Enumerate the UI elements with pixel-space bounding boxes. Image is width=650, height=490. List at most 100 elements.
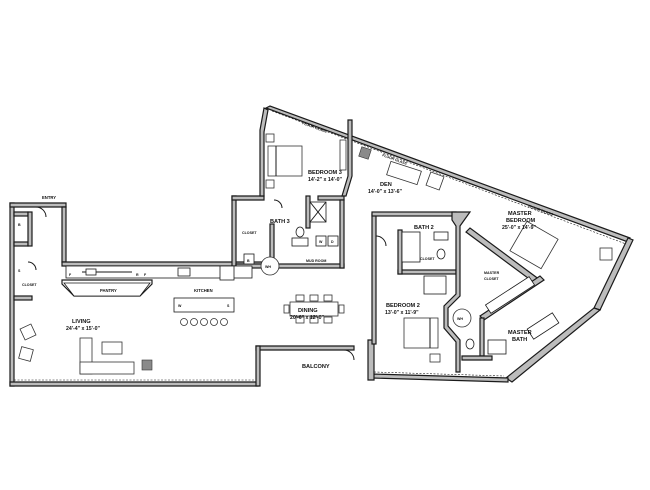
entry-door bbox=[35, 206, 47, 218]
coffee-table bbox=[101, 341, 123, 355]
wall-bed3-left bbox=[259, 107, 269, 197]
stool-3 bbox=[200, 318, 208, 326]
label-master-bath-2: BATH bbox=[512, 337, 527, 343]
bed3-nightstand bbox=[265, 133, 275, 143]
room-labels: ENTRY CLOSET PANTRY KITCHEN LIVING 24'-4… bbox=[22, 170, 536, 370]
bath2-fixtures bbox=[401, 231, 449, 295]
armchair-1 bbox=[19, 323, 37, 341]
bed3-nightstand-2 bbox=[265, 179, 275, 189]
wall-entry-closet-top bbox=[13, 211, 29, 217]
den-furniture bbox=[339, 139, 445, 191]
wall-bath2-left bbox=[397, 229, 403, 275]
exterior-walls bbox=[9, 105, 634, 387]
label-balcony: BALCONY bbox=[302, 364, 330, 370]
wall-core bbox=[443, 211, 472, 373]
wall-balcony-left bbox=[255, 345, 261, 387]
wall-closet-bottom bbox=[13, 295, 33, 301]
chair-4 bbox=[295, 316, 305, 324]
mud-b: B bbox=[247, 259, 250, 263]
stool-5 bbox=[220, 318, 228, 326]
label-dining-dims: 20'-6" x 12'-0" bbox=[290, 315, 324, 321]
bedroom2-furniture: WH bbox=[403, 308, 472, 363]
label-dining: DINING bbox=[298, 308, 318, 314]
wh-tank-2 bbox=[452, 308, 472, 328]
label-entry: ENTRY bbox=[42, 195, 56, 200]
bath2-toilet bbox=[436, 248, 446, 260]
bath2-tub bbox=[401, 231, 421, 263]
closet-s: S bbox=[18, 269, 21, 273]
bed2-door bbox=[375, 235, 387, 247]
label-bedroom3: BEDROOM 3 bbox=[308, 170, 342, 176]
kitchen-counter: F F R bbox=[65, 265, 253, 281]
chair-3 bbox=[323, 294, 333, 302]
wall-entry-right bbox=[61, 206, 67, 263]
label-living: LIVING bbox=[72, 319, 91, 325]
wall-bath2-bottom bbox=[397, 269, 457, 275]
side-table bbox=[141, 359, 153, 371]
bath2-vanity bbox=[433, 231, 449, 241]
dryer-d: D bbox=[331, 240, 334, 244]
wall-bath3-mid bbox=[305, 195, 311, 229]
wh-tank-1 bbox=[260, 256, 280, 276]
bed3-door bbox=[273, 199, 283, 209]
shower-x2 bbox=[309, 201, 327, 223]
stool-1 bbox=[180, 318, 188, 326]
kitchen-sink bbox=[85, 268, 97, 276]
label-kitchen: KITCHEN bbox=[194, 288, 213, 293]
master-shower bbox=[487, 339, 507, 355]
stool-4 bbox=[210, 318, 218, 326]
kitchen-counter-back bbox=[65, 265, 253, 279]
master-bed bbox=[509, 220, 559, 270]
master-tub bbox=[526, 312, 560, 340]
mud-bench bbox=[243, 253, 255, 265]
washer-w: W bbox=[319, 240, 323, 244]
sofa-bottom bbox=[79, 361, 135, 375]
island-w: W bbox=[178, 304, 182, 308]
wall-southeast bbox=[504, 307, 602, 383]
entry-markers: B S bbox=[18, 223, 37, 273]
wall-bath2-top bbox=[371, 211, 457, 217]
label-closet-b3: CLOSET bbox=[242, 231, 257, 235]
label-bath2: BATH 2 bbox=[414, 225, 434, 231]
label-bedroom2: BEDROOM 2 bbox=[386, 303, 420, 309]
kitchen-f2: F bbox=[144, 273, 147, 277]
label-master-closet-1: MASTER bbox=[484, 271, 500, 275]
bed3 bbox=[267, 145, 303, 177]
stool-2 bbox=[190, 318, 198, 326]
balcony-door bbox=[343, 349, 355, 361]
wall-entry-closet-side bbox=[27, 211, 33, 247]
bed2-nightstand bbox=[429, 353, 441, 363]
bath2-closet-shelf bbox=[423, 275, 447, 295]
wall-master-bath bbox=[479, 317, 485, 357]
door-swings bbox=[35, 199, 387, 361]
wall-mud-left bbox=[231, 195, 237, 267]
label-den-dims: 14'-0" x 13'-6" bbox=[368, 189, 402, 195]
bed2 bbox=[403, 317, 439, 349]
wall-top-entry bbox=[9, 202, 67, 208]
kitchen-cooktop bbox=[177, 267, 191, 277]
window-north bbox=[271, 110, 627, 245]
wall-closet-mid bbox=[13, 241, 29, 247]
label-den: DEN bbox=[380, 182, 392, 188]
label-bath3: BATH 3 bbox=[270, 219, 290, 225]
label-living-dims: 24'-4" x 15'-0" bbox=[66, 326, 100, 332]
kitchen-oven bbox=[219, 265, 235, 281]
wall-master-bath-bottom bbox=[461, 355, 493, 361]
pantry-area bbox=[63, 282, 151, 297]
chair-5 bbox=[309, 316, 319, 324]
wall-bottom-living bbox=[9, 381, 259, 387]
pantry-shelf bbox=[63, 282, 151, 297]
wall-left bbox=[9, 202, 15, 387]
master-toilet bbox=[465, 338, 475, 350]
label-bedroom3-dims: 14'-2" x 14'-0" bbox=[308, 177, 342, 183]
master-chair bbox=[599, 247, 613, 261]
island-counter bbox=[173, 297, 235, 313]
den-side-table bbox=[358, 146, 372, 160]
wall-den-west bbox=[341, 119, 353, 197]
bath3-vanity bbox=[291, 237, 309, 247]
chair-6 bbox=[323, 316, 333, 324]
label-master-line2: BEDROOM bbox=[506, 218, 536, 224]
den-chair bbox=[425, 171, 445, 191]
armchair-2 bbox=[18, 346, 34, 362]
